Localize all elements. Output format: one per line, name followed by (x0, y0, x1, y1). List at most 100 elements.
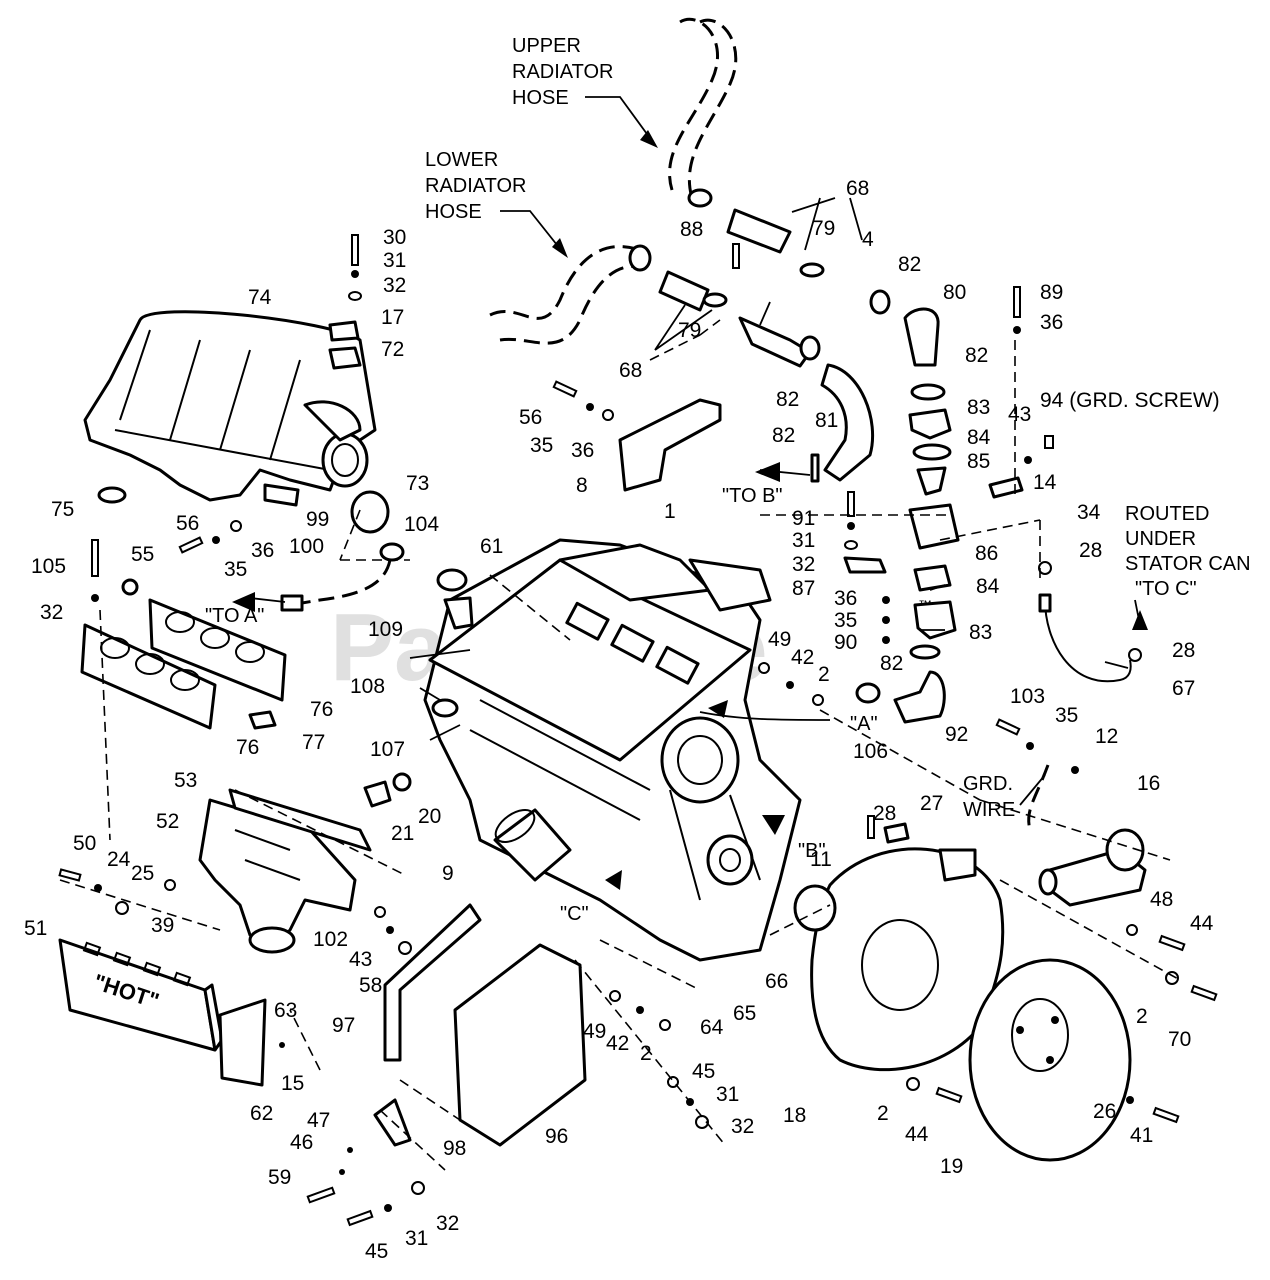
upper-radiator-hose-drawing[interactable] (668, 17, 792, 254)
part-number: 108 (350, 675, 385, 698)
part-number: 84 (967, 426, 991, 449)
lower-intake-runners[interactable] (80, 486, 287, 730)
part-number: 86 (975, 542, 998, 565)
svg-text:UPPER: UPPER (512, 35, 581, 57)
part-number: 74 (248, 286, 272, 309)
part-number: 32 (731, 1115, 754, 1138)
svg-text:STATOR CAN: STATOR CAN (1125, 553, 1251, 575)
part-number: 42 (606, 1032, 629, 1055)
part-number: 2 (1136, 1005, 1148, 1028)
ground-wire-and-stator-hose[interactable] (1027, 593, 1132, 831)
part-number: 51 (24, 917, 47, 940)
part-number: 82 (965, 344, 988, 367)
part-number: 34 (1077, 501, 1101, 524)
part-number: 91 (792, 507, 815, 530)
leader-lines (249, 96, 1141, 806)
part-number: 73 (406, 472, 429, 495)
part-number: 31 (405, 1227, 428, 1250)
part-number: 43 (1008, 403, 1031, 426)
part-number: 83 (967, 396, 990, 419)
part-number: 53 (174, 769, 197, 792)
flow-reference-labels: "TO A" "TO B" "A" "B" "C" (205, 485, 878, 925)
callout-grd-wire: GRD. WIRE (963, 773, 1015, 821)
part-number: 82 (776, 388, 799, 411)
part-number: 35 (834, 609, 857, 632)
part-number: 28 (1079, 539, 1102, 562)
callout-lower-radiator-hose: LOWER RADIATOR HOSE (425, 149, 527, 223)
part-number: 44 (1190, 912, 1214, 935)
part-number: 32 (792, 553, 815, 576)
throttle-body-gasket[interactable] (263, 320, 390, 534)
part-number: 62 (250, 1102, 273, 1125)
flywheel-housing[interactable] (793, 847, 1005, 1072)
part-number: 100 (289, 535, 324, 558)
svg-text:"TO C": "TO C" (1135, 578, 1197, 600)
part-number: 90 (834, 631, 857, 654)
part-number: 87 (792, 577, 815, 600)
hose-clamps[interactable] (702, 262, 891, 704)
part-number: 70 (1168, 1028, 1191, 1051)
part-number: 43 (349, 948, 372, 971)
part-number: 24 (107, 848, 131, 871)
part-number: 106 (853, 740, 888, 763)
svg-text:RADIATOR: RADIATOR (425, 175, 527, 197)
part-number: 47 (307, 1109, 330, 1132)
callout-routed-under-stator: ROUTED UNDER STATOR CAN "TO C" (1125, 503, 1251, 600)
heat-shield-gasket[interactable] (218, 998, 267, 1087)
part-number: 76 (236, 736, 259, 759)
part-number: 32 (40, 601, 63, 624)
fasteners[interactable] (58, 234, 1218, 1227)
flywheel[interactable] (968, 958, 1132, 1162)
part-number: 50 (73, 832, 96, 855)
part-number: 35 (1055, 704, 1078, 727)
sensors[interactable] (363, 476, 1024, 808)
part-number: 11 (810, 848, 832, 871)
part-number: 15 (281, 1072, 304, 1095)
part-number: 81 (815, 409, 838, 432)
starter-motor[interactable] (1038, 828, 1147, 907)
part-number: 68 (619, 359, 642, 382)
part-number: 2 (818, 663, 830, 686)
callout-upper-radiator-hose: UPPER RADIATOR HOSE (512, 35, 614, 109)
part-number: 68 (846, 177, 869, 200)
part-number: 20 (418, 805, 441, 828)
part-number: 97 (332, 1014, 355, 1037)
oil-filter[interactable] (490, 804, 572, 882)
part-number: 2 (640, 1042, 652, 1065)
part-number: 107 (370, 738, 405, 761)
part-number: 63 (274, 999, 297, 1022)
part-number: 56 (176, 512, 199, 535)
heat-shield[interactable]: "HOT" (58, 938, 224, 1052)
part-number: 31 (792, 529, 815, 552)
svg-text:HOSE: HOSE (425, 201, 482, 223)
part-number: 17 (381, 306, 404, 329)
part-number: 99 (306, 508, 329, 531)
engine-block[interactable] (423, 538, 802, 962)
part-number: 36 (571, 439, 594, 462)
part-number: 2 (877, 1102, 889, 1125)
part-number: 26 (1093, 1100, 1116, 1123)
mounting-brackets[interactable] (373, 398, 722, 1147)
part-number: 58 (359, 974, 382, 997)
part-number: 75 (51, 498, 74, 521)
part-number: 88 (680, 218, 703, 241)
part-number: 27 (920, 792, 943, 815)
part-number: 82 (772, 424, 795, 447)
part-number: 44 (905, 1123, 929, 1146)
part-number: 46 (290, 1131, 313, 1154)
part-number: 79 (812, 217, 835, 240)
part-number: 9 (442, 862, 454, 885)
part-number: 84 (976, 575, 1000, 598)
thermostat-housing-stack[interactable] (820, 307, 960, 724)
svg-text:GRD.: GRD. (963, 773, 1013, 795)
lower-radiator-hose-drawing[interactable] (489, 244, 812, 368)
oil-fill-cap[interactable] (436, 568, 474, 630)
part-number: 48 (1150, 888, 1173, 911)
part-number: 21 (391, 822, 414, 845)
c-label: "C" (560, 903, 589, 925)
part-number: 1 (664, 500, 676, 523)
part-number: 14 (1033, 471, 1057, 494)
part-number: 42 (791, 646, 814, 669)
part-number: 32 (383, 274, 406, 297)
part-number: 109 (368, 618, 403, 641)
